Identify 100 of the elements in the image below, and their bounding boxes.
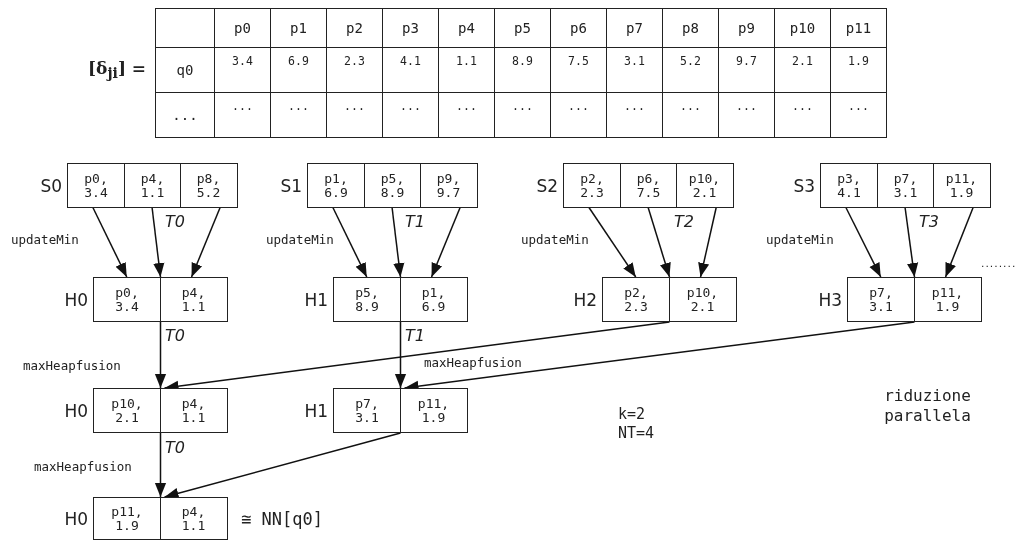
point-distance: p7, 3.1 xyxy=(868,285,894,314)
arrow xyxy=(587,206,637,278)
table-cell: p9 xyxy=(718,8,775,48)
table-cell: 2.3 xyxy=(326,47,383,93)
point-distance: p7, 3.1 xyxy=(892,171,919,200)
table-cell: 1.9 xyxy=(830,47,887,93)
array-name: H1 xyxy=(304,289,328,310)
edge-label: updateMin xyxy=(765,233,835,247)
table-cell: p8 xyxy=(662,8,719,48)
table-cell: 4.1 xyxy=(382,47,439,93)
table-cell: p1 xyxy=(270,8,327,48)
parameter-label: NT=4 xyxy=(618,424,655,442)
arrow xyxy=(391,206,405,278)
point-distance: p11, 1.9 xyxy=(944,171,979,200)
edge-label: updateMin xyxy=(520,233,590,247)
point-distance: p9, 9.7 xyxy=(435,171,462,200)
table-cell: 9.7 xyxy=(718,47,775,93)
table-cell: p3 xyxy=(382,8,439,48)
arrow xyxy=(190,206,222,278)
arrow xyxy=(154,321,167,389)
table-cell: p4 xyxy=(438,8,495,48)
table-cell: p7 xyxy=(606,8,663,48)
point-distance: p11, 1.9 xyxy=(110,504,144,533)
point-distance: p4, 1.1 xyxy=(180,504,207,533)
arrow xyxy=(430,206,462,278)
point-distance: p4, 1.1 xyxy=(139,171,166,200)
point-distance: p10, 2.1 xyxy=(687,171,722,200)
table-cell: ... xyxy=(214,92,271,138)
array-name: S1 xyxy=(280,175,302,196)
array-name: H3 xyxy=(818,289,842,310)
point-distance: p5, 8.9 xyxy=(379,171,406,200)
arrow xyxy=(163,432,402,499)
point-distance: p2, 2.3 xyxy=(579,171,605,200)
array-name: H1 xyxy=(304,400,328,421)
array-name: H0 xyxy=(64,400,88,421)
table-cell: 7.5 xyxy=(550,47,607,93)
point-distance: p1, 6.9 xyxy=(323,171,349,200)
table-cell: ... xyxy=(494,92,551,138)
edge-label: updateMin xyxy=(10,233,80,247)
arrow xyxy=(944,206,975,278)
array-name: H0 xyxy=(64,289,88,310)
point-distance: p10, 2.1 xyxy=(110,396,144,425)
point-distance: p3, 4.1 xyxy=(836,171,862,200)
note-text: riduzione parallela xyxy=(883,386,972,426)
table-cell: p6 xyxy=(550,8,607,48)
point-distance: p4, 1.1 xyxy=(180,285,207,314)
edge-label: maxHeapfusion xyxy=(22,359,122,373)
table-cell: 8.9 xyxy=(494,47,551,93)
arrow xyxy=(91,206,128,278)
arrow xyxy=(154,432,167,498)
table-cell: 1.1 xyxy=(438,47,495,93)
edge-label: maxHeapfusion xyxy=(33,460,133,474)
arrow xyxy=(844,206,882,278)
table-cell: ... xyxy=(830,92,887,138)
table-cell: p0 xyxy=(214,8,271,48)
point-distance: p4, 1.1 xyxy=(180,396,207,425)
point-distance: p10, 2.1 xyxy=(685,285,720,314)
table-cell: ... xyxy=(606,92,663,138)
table-cell: p11 xyxy=(830,8,887,48)
point-distance: p0, 3.4 xyxy=(83,171,109,200)
table-cell: ... xyxy=(155,92,215,138)
arrow xyxy=(394,321,407,389)
arrow xyxy=(151,206,165,278)
table-cell: ... xyxy=(382,92,439,138)
table-cell: 3.4 xyxy=(214,47,271,93)
table-cell: 6.9 xyxy=(270,47,327,93)
table-cell: p2 xyxy=(326,8,383,48)
point-distance: p7, 3.1 xyxy=(354,396,380,425)
arrow xyxy=(904,206,919,278)
point-distance: p8, 5.2 xyxy=(195,171,222,200)
parameter-label: k=2 xyxy=(618,405,646,423)
point-distance: p6, 7.5 xyxy=(635,171,662,200)
table-cell: q0 xyxy=(155,47,215,93)
point-distance: p11, 1.9 xyxy=(930,285,965,314)
point-distance: p2, 2.3 xyxy=(623,285,649,314)
matrix-label: [δ$_{ji}$] = xyxy=(88,58,147,82)
table-cell: 5.2 xyxy=(662,47,719,93)
point-distance: p5, 8.9 xyxy=(354,285,380,314)
point-distance: p0, 3.4 xyxy=(114,285,140,314)
result-note: ≅ NN[q0] xyxy=(241,508,323,529)
edge-label: maxHeapfusion xyxy=(423,356,523,370)
point-distance: p1, 6.9 xyxy=(420,285,447,314)
edge-label: updateMin xyxy=(265,233,335,247)
arrow xyxy=(331,206,368,278)
array-name: S3 xyxy=(793,175,815,196)
table-cell: ... xyxy=(550,92,607,138)
continuation-dots: ........ xyxy=(980,259,1016,269)
table-cell: 3.1 xyxy=(606,47,663,93)
table-cell: ... xyxy=(662,92,719,138)
table-cell: 2.1 xyxy=(774,47,831,93)
table-cell: ... xyxy=(774,92,831,138)
table-cell: ... xyxy=(270,92,327,138)
table-cell: ... xyxy=(438,92,495,138)
arrow xyxy=(698,206,718,278)
array-name: S0 xyxy=(40,175,62,196)
arrow xyxy=(647,206,671,278)
table-cell: p5 xyxy=(494,8,551,48)
table-cell: ... xyxy=(718,92,775,138)
array-name: H0 xyxy=(64,508,88,529)
array-name: S2 xyxy=(536,175,558,196)
